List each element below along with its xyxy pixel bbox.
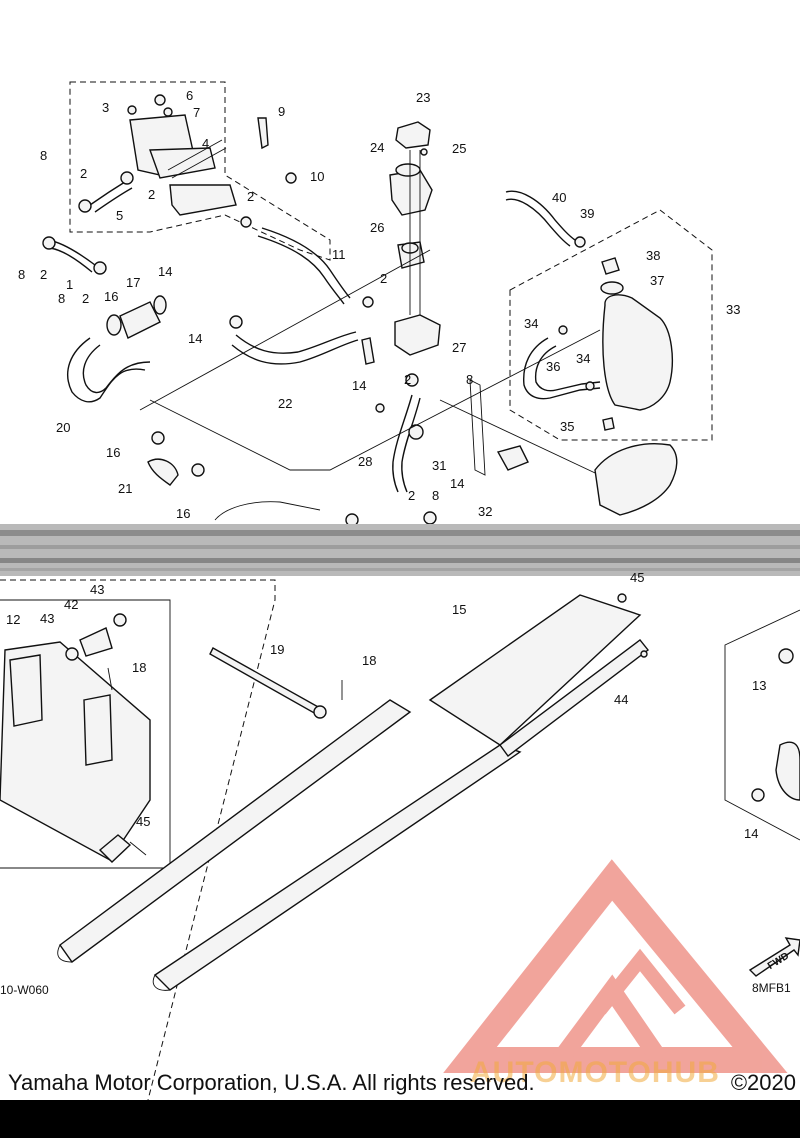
- callout: 20: [56, 420, 70, 435]
- callout: 45: [136, 814, 150, 829]
- callout: 37: [650, 273, 664, 288]
- callout: 1: [66, 277, 73, 292]
- callout-labels: 23 24 25 26 27 2 8 28 31 2 8 14 32 3 6 7…: [0, 88, 791, 997]
- callout: 28: [358, 454, 372, 469]
- callout: 2: [40, 267, 47, 282]
- callout: 35: [560, 419, 574, 434]
- callout: 24: [370, 140, 384, 155]
- right-mount-assembly: [724, 609, 800, 841]
- callout: 17: [126, 275, 140, 290]
- callout: 18: [132, 660, 146, 675]
- callout: 32: [478, 504, 492, 519]
- callout: 40: [552, 190, 566, 205]
- group-33-boundary: [509, 209, 713, 441]
- callout: 34: [524, 316, 538, 331]
- callout: 4: [202, 136, 209, 151]
- callout: 9: [278, 104, 285, 119]
- callout: 13: [752, 678, 766, 693]
- callout: 33: [726, 302, 740, 317]
- callout: 15: [452, 602, 466, 617]
- callout: 7: [193, 105, 200, 120]
- callout: 8: [40, 148, 47, 163]
- callout: 14: [450, 476, 464, 491]
- bypass-hose-small: [42, 236, 107, 275]
- hose-17: [106, 295, 167, 339]
- callout: 45: [630, 570, 644, 585]
- callout: 5: [116, 208, 123, 223]
- callout: 2: [82, 291, 89, 306]
- callout: 2: [80, 166, 87, 181]
- thermostat-housing: [389, 121, 441, 387]
- callout: 16: [104, 289, 118, 304]
- callout: 18: [362, 653, 376, 668]
- diagram-code-right: 8MFB1: [752, 981, 791, 995]
- callout: 14: [188, 331, 202, 346]
- callout: 16: [176, 506, 190, 521]
- group-8-boundary: [69, 81, 331, 261]
- callout: 39: [580, 206, 594, 221]
- callout: 2: [247, 189, 254, 204]
- callout: 22: [278, 396, 292, 411]
- callout: 8: [58, 291, 65, 306]
- callout: 2: [404, 372, 411, 387]
- callout: 19: [270, 642, 284, 657]
- frame-lines: [139, 249, 678, 527]
- hose-28: [375, 394, 424, 493]
- hose-20: [67, 337, 151, 403]
- automotohub-watermark-logo: [443, 859, 788, 1073]
- callout: 25: [452, 141, 466, 156]
- callout: 43: [90, 582, 104, 597]
- hose-21: [147, 431, 205, 486]
- callout: 27: [452, 340, 466, 355]
- callout: 43: [40, 611, 54, 626]
- callout: 2: [148, 187, 155, 202]
- callout: 42: [64, 597, 78, 612]
- callout: 31: [432, 458, 446, 473]
- callout: 14: [744, 826, 758, 841]
- hose-22: [229, 315, 375, 365]
- fwd-arrow: FWD: [748, 937, 800, 977]
- callout: 8: [466, 372, 473, 387]
- diagram-code-left: 10-W060: [0, 983, 49, 997]
- callout: 34: [576, 351, 590, 366]
- callout: 12: [6, 612, 20, 627]
- callout: 3: [102, 100, 109, 115]
- callout: 8: [18, 267, 25, 282]
- callout: 2: [408, 488, 415, 503]
- watermark-text: AUTOMOTOHUB: [470, 1056, 720, 1089]
- heat-exchanger-15: [57, 593, 649, 991]
- vent-valve-assembly: [78, 94, 297, 228]
- parts-diagram: FWD 23 24 25 26 27 2 8 28 31 2 8 14 32 3…: [0, 81, 800, 1100]
- mounting-rod-19: [209, 647, 343, 719]
- callout: 21: [118, 481, 132, 496]
- callout: 2: [380, 271, 387, 286]
- callout: 8: [432, 488, 439, 503]
- callout: 26: [370, 220, 384, 235]
- coolant-reservoir: [505, 190, 673, 431]
- callout: 38: [646, 248, 660, 263]
- hose-11: [257, 227, 374, 308]
- callout: 10: [310, 169, 324, 184]
- callout: 44: [614, 692, 628, 707]
- radiator-frame-left: [0, 599, 171, 869]
- copyright-notice: Yamaha Motor Corporation, U.S.A. All rig…: [8, 1070, 535, 1095]
- bottom-bar: [0, 1100, 800, 1138]
- scan-band: [0, 524, 800, 576]
- callout: 11: [332, 247, 346, 262]
- callout: 14: [158, 264, 172, 279]
- callout: 23: [416, 90, 430, 105]
- callout: 36: [546, 359, 560, 374]
- callout: 6: [186, 88, 193, 103]
- callout: 16: [106, 445, 120, 460]
- copyright-year: ©2020: [730, 1070, 796, 1095]
- callout: 14: [352, 378, 366, 393]
